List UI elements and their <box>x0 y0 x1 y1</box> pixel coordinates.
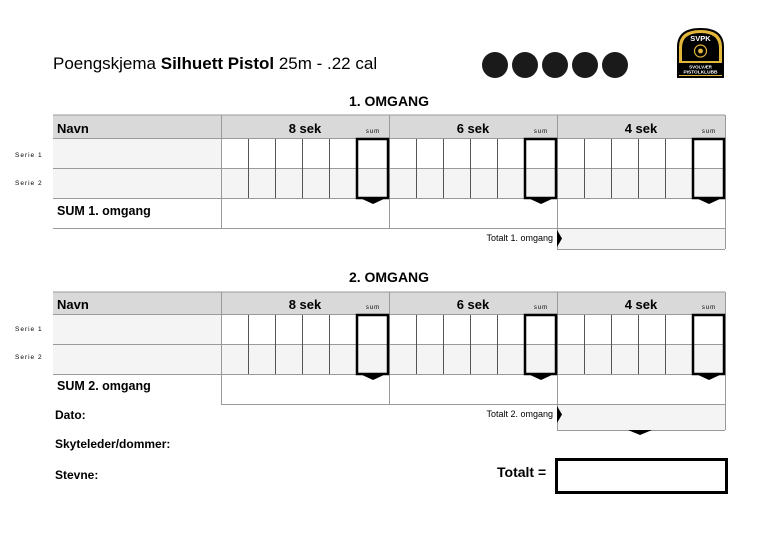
page-title: Poengskjema Silhuett Pistol 25m - .22 ca… <box>53 54 377 74</box>
round-2-phase-8: 8 sek <box>288 297 322 312</box>
title-suffix: 25m - .22 cal <box>278 54 378 73</box>
round-2-serie-2-label: Serie 2 <box>15 354 43 361</box>
target-icon <box>542 52 568 78</box>
round-1-sum-label: sum <box>533 129 549 135</box>
round-1-sum-row-label: SUM 1. omgang <box>57 204 151 218</box>
title-prefix: Poengskjema <box>53 54 157 73</box>
round-2-total-label: Totalt 2. omgang <box>486 409 553 419</box>
logo-line2: PISTOLKLUBB <box>683 70 718 76</box>
grand-total-label: Totalt = <box>497 464 547 480</box>
round-1-name-header: Navn <box>57 121 89 136</box>
round-2-phase-4: 4 sek <box>624 297 658 312</box>
round-1-phase-4: 4 sek <box>624 121 658 136</box>
round-1-serie-2-label: Serie 2 <box>15 180 43 187</box>
target-icons <box>482 52 628 78</box>
round-1-phase-6: 6 sek <box>456 121 490 136</box>
target-icon <box>602 52 628 78</box>
round-1-total-label: Totalt 1. omgang <box>486 233 553 243</box>
round-2-sum-row-label: SUM 2. omgang <box>57 379 151 393</box>
target-icon <box>512 52 538 78</box>
target-icon <box>482 52 508 78</box>
round-1-sum-label: sum <box>701 129 717 135</box>
round-2-phase-6: 6 sek <box>456 297 490 312</box>
round-2-sum-label: sum <box>701 305 717 311</box>
target-icon <box>572 52 598 78</box>
date-label: Dato: <box>55 408 86 422</box>
round-1-phase-8: 8 sek <box>288 121 322 136</box>
round-1-sum-label: sum <box>365 129 381 135</box>
round-2-serie-1-label: Serie 1 <box>15 326 43 333</box>
round-2-total-cell <box>557 404 725 430</box>
round-1-serie-1-label: Serie 1 <box>15 152 43 159</box>
club-logo: SVPK SVOLVÆR PISTOLKLUBB <box>677 27 724 78</box>
logo-line1: SVOLVÆR <box>689 65 712 70</box>
round-1-title: 1. OMGANG <box>348 93 430 109</box>
round-2-sum-label: sum <box>365 305 381 311</box>
logo-top-text: SVPK <box>690 34 711 43</box>
round-1-total-cell <box>557 228 725 249</box>
judge-label: Skyteleder/dommer: <box>55 437 171 451</box>
round-2-serie2-row <box>221 345 725 374</box>
grand-total-box[interactable] <box>555 458 728 494</box>
round-2-title: 2. OMGANG <box>348 269 430 285</box>
round-2-name-header: Navn <box>57 297 89 312</box>
round-1-serie2-row <box>221 169 725 198</box>
event-label: Stevne: <box>55 468 99 482</box>
round-2-sum-label: sum <box>533 305 549 311</box>
title-bold: Silhuett Pistol <box>160 54 275 73</box>
